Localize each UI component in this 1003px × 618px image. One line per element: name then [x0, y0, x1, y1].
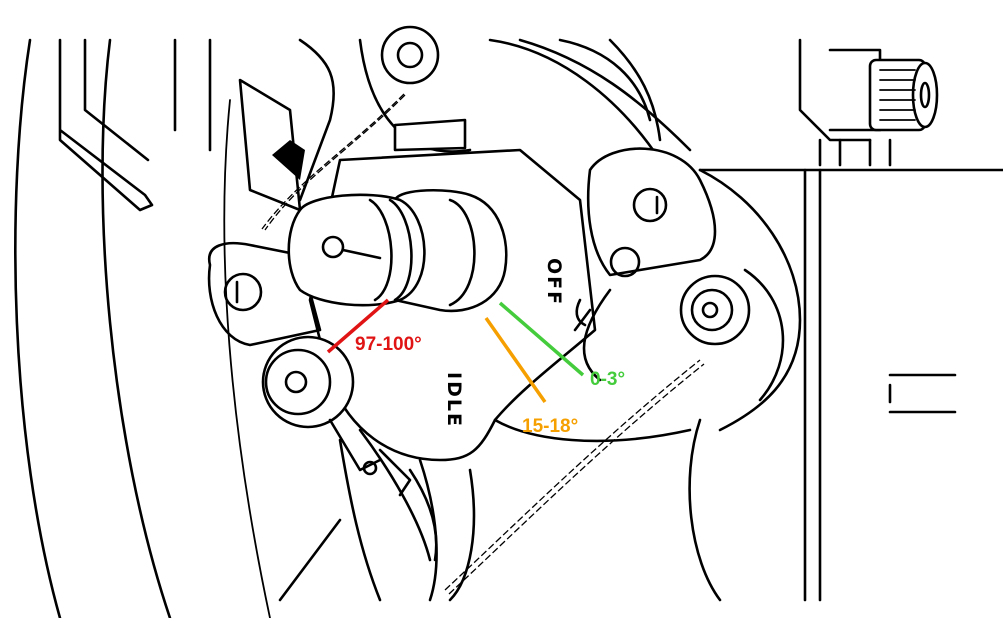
full-throttle-angle-label: 97-100° — [355, 334, 422, 355]
full-throttle-line — [326, 298, 390, 354]
lower-bracket — [418, 418, 692, 602]
control-cables — [261, 93, 705, 595]
closed-throttle-angle-label: 0-3° — [590, 369, 625, 390]
left-housing-curves — [14, 38, 271, 618]
adjustment-knob-icon — [798, 38, 939, 167]
pivot-bolt-icon — [573, 274, 751, 382]
idle-label: IDLE — [443, 372, 465, 428]
cable-guide-pulley-icon — [261, 335, 438, 602]
idle-throttle-line — [484, 316, 547, 404]
top-housing — [238, 25, 692, 212]
off-label: OFF — [543, 258, 565, 306]
right-housing — [688, 38, 1003, 602]
idle-throttle-angle-label: 15-18° — [522, 416, 578, 437]
throttle-cam-shaft-icon — [287, 188, 508, 313]
closed-throttle-line — [498, 301, 585, 377]
